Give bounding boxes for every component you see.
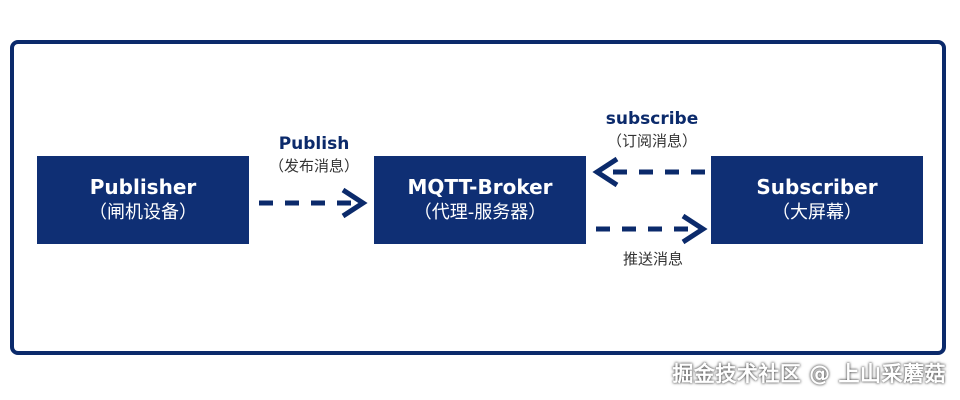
subscribe-edge-subtitle: （订阅消息）	[606, 132, 697, 150]
push-edge-label: 推送消息	[598, 248, 708, 270]
publisher-node: Publisher （闸机设备）	[37, 156, 249, 244]
diagram-frame	[10, 40, 946, 355]
publish-edge-subtitle: （发布消息）	[268, 157, 359, 175]
publish-edge-title: Publish	[278, 134, 350, 154]
watermark: 掘金技术社区 @ 上山采蘑菇	[672, 362, 946, 386]
publisher-title: Publisher	[89, 175, 197, 199]
push-edge-subtitle: 推送消息	[622, 250, 683, 268]
broker-subtitle: （代理-服务器）	[413, 202, 547, 223]
subscribe-edge-title: subscribe	[605, 109, 699, 129]
subscriber-subtitle: （大屏幕）	[772, 202, 862, 223]
subscriber-title: Subscriber	[756, 175, 878, 199]
subscribe-edge-label: subscribe （订阅消息）	[594, 108, 710, 152]
publish-edge-label: Publish （发布消息）	[255, 133, 373, 177]
subscriber-node: Subscriber （大屏幕）	[711, 156, 923, 244]
publisher-subtitle: （闸机设备）	[89, 202, 197, 223]
broker-title: MQTT-Broker	[407, 175, 553, 199]
broker-node: MQTT-Broker （代理-服务器）	[374, 156, 586, 244]
